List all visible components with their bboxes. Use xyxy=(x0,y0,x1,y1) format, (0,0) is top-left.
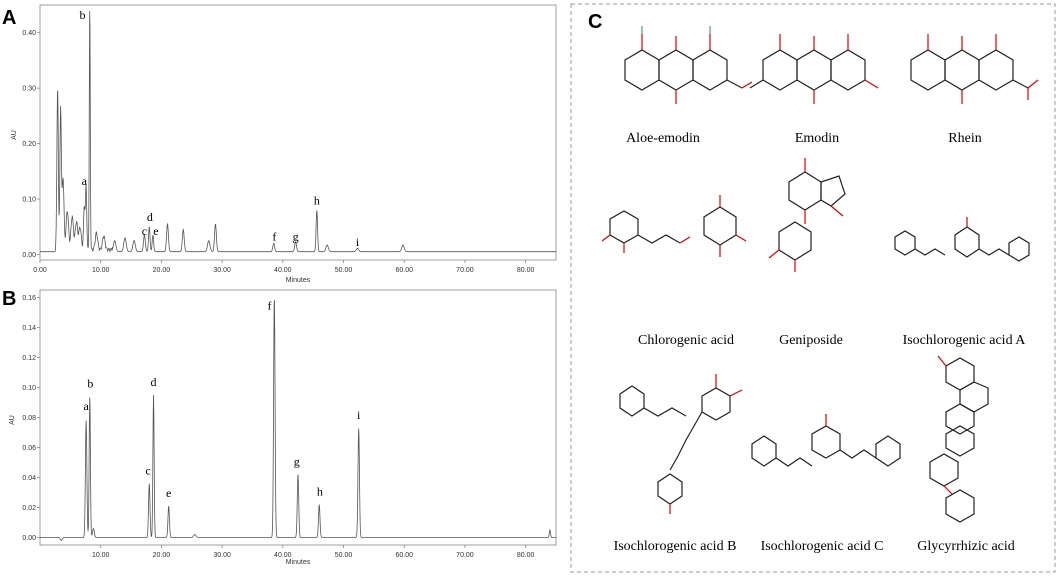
trace-b xyxy=(40,299,556,541)
peak-label-b: b xyxy=(79,8,85,22)
peak-label-g: g xyxy=(293,230,299,244)
x-tick-label: 60.00 xyxy=(395,552,413,559)
chlorogenic-acid-structure xyxy=(601,195,747,257)
plot-frame-b xyxy=(39,289,557,546)
compound-name-isochlorogenic-acid-c: Isochlorogenic acid C xyxy=(761,539,884,554)
x-tick-label: 60.00 xyxy=(395,267,413,274)
compound-name-rhein: Rhein xyxy=(948,131,981,146)
x-tick-label: 0.00 xyxy=(33,267,47,274)
isochlorogenic-acid-c-structure xyxy=(751,414,901,467)
peak-labels-a: a b cde f g h i xyxy=(79,8,359,249)
molecule-icon xyxy=(768,158,846,272)
emodin-structure xyxy=(749,34,879,104)
structures-panel: C xyxy=(570,3,1056,573)
molecule-icon xyxy=(619,374,743,514)
y-tick-label: 0.30 xyxy=(22,86,36,93)
panel-c-letter: C xyxy=(588,11,602,33)
x-tick-label: 40.00 xyxy=(274,552,292,559)
y-tick-label: 0.40 xyxy=(22,30,36,37)
peak-label-a: a xyxy=(82,174,88,188)
anthraquinone-icon xyxy=(910,34,1039,104)
x-tick-label: 80.00 xyxy=(517,552,535,559)
x-tick-label: 50.00 xyxy=(335,552,353,559)
y-tick-label: 0.02 xyxy=(22,505,36,512)
peak-label-h: h xyxy=(317,485,323,499)
x-tick-label: 30.00 xyxy=(213,267,231,274)
compound-name-isochlorogenic-acid-a: Isochlorogenic acid A xyxy=(903,333,1027,348)
x-tick-label: 40.00 xyxy=(274,267,292,274)
x-tick-label: 70.00 xyxy=(456,552,474,559)
x-tick-label: 10.00 xyxy=(92,552,110,559)
chromatogram-b: 10.00 20.00 30.00 40.00 50.00 60.00 70.00 80.00… xyxy=(9,289,557,566)
y-tick-label: 0.16 xyxy=(22,295,36,302)
isochlorogenic-acid-b-structure xyxy=(619,374,743,514)
peak-label-d: d xyxy=(147,210,153,224)
y-tick-label: 0.10 xyxy=(22,385,36,392)
peak-label-e: e xyxy=(153,224,158,238)
peak-label-h: h xyxy=(314,194,320,208)
panel-a-letter: A xyxy=(2,7,16,29)
peak-label-i: i xyxy=(357,408,361,422)
y-axis-title-a: AU xyxy=(11,130,18,140)
x-tick-label: 80.00 xyxy=(517,267,535,274)
rhein-structure xyxy=(910,34,1039,104)
geniposide-structure xyxy=(768,158,846,272)
glycyrrhizic-acid-structure xyxy=(929,355,989,523)
y-tick-label: 0.00 xyxy=(22,535,36,542)
molecule-icon xyxy=(929,355,989,523)
aloe-emodin-structure xyxy=(624,26,753,104)
y-tick-label: 0.08 xyxy=(22,415,36,422)
compound-name-glycyrrhizic-acid: Glycyrrhizic acid xyxy=(917,539,1015,554)
peak-label-f: f xyxy=(267,299,271,313)
peak-label-f: f xyxy=(272,230,276,244)
peak-label-d: d xyxy=(151,375,157,389)
molecule-icon xyxy=(751,414,901,467)
molecule-icon xyxy=(601,195,747,257)
structures-frame xyxy=(570,3,1056,573)
y-tick-label: 0.00 xyxy=(22,252,36,259)
x-tick-label: 10.00 xyxy=(92,267,110,274)
molecule-icon xyxy=(894,217,1030,262)
peak-label-c: c xyxy=(142,224,147,238)
compound-name-aloe-emodin: Aloe-emodin xyxy=(626,131,700,146)
x-tick-label: 30.00 xyxy=(213,552,231,559)
y-tick-label: 0.10 xyxy=(22,197,36,204)
peak-label-i: i xyxy=(356,235,360,249)
peak-labels-b: ab c d e f g h i xyxy=(83,299,361,501)
peak-label-g: g xyxy=(294,455,300,469)
axes-b: 10.00 20.00 30.00 40.00 50.00 60.00 70.00 80.00… xyxy=(22,295,534,559)
x-tick-label: 20.00 xyxy=(153,552,171,559)
anthraquinone-icon xyxy=(749,34,879,104)
x-axis-title-b: Minutes xyxy=(286,559,311,566)
peak-label-a: a xyxy=(83,399,89,413)
y-axis-title-b: AU xyxy=(9,415,16,425)
compound-name-geniposide: Geniposide xyxy=(779,333,843,348)
panel-b-letter: B xyxy=(2,288,16,310)
x-tick-label: 20.00 xyxy=(153,267,171,274)
compound-name-emodin: Emodin xyxy=(795,131,839,146)
peak-label-c: c xyxy=(145,464,150,478)
y-tick-label: 0.20 xyxy=(22,141,36,148)
x-tick-label: 70.00 xyxy=(456,267,474,274)
y-tick-label: 0.06 xyxy=(22,445,36,452)
x-axis-title-a: Minutes xyxy=(286,277,311,284)
y-tick-label: 0.12 xyxy=(22,355,36,362)
axes-a: 0.00 10.00 20.00 30.00 40.00 50.00 60.00 70.00 8… xyxy=(22,30,534,274)
y-tick-label: 0.04 xyxy=(22,475,36,482)
peak-label-e: e xyxy=(166,486,171,500)
compound-name-chlorogenic-acid: Chlorogenic acid xyxy=(638,333,734,348)
anthraquinone-icon xyxy=(624,26,753,104)
trace-a xyxy=(40,11,556,253)
peak-label-b: b xyxy=(87,377,93,391)
isochlorogenic-acid-a-structure xyxy=(894,217,1030,262)
y-tick-label: 0.14 xyxy=(22,325,36,332)
plot-frame-a xyxy=(39,4,557,261)
x-tick-label: 50.00 xyxy=(335,267,353,274)
chromatogram-a: 0.00 10.00 20.00 30.00 40.00 50.00 60.00 70.00 8… xyxy=(11,4,557,284)
compound-name-isochlorogenic-acid-b: Isochlorogenic acid B xyxy=(614,539,737,554)
